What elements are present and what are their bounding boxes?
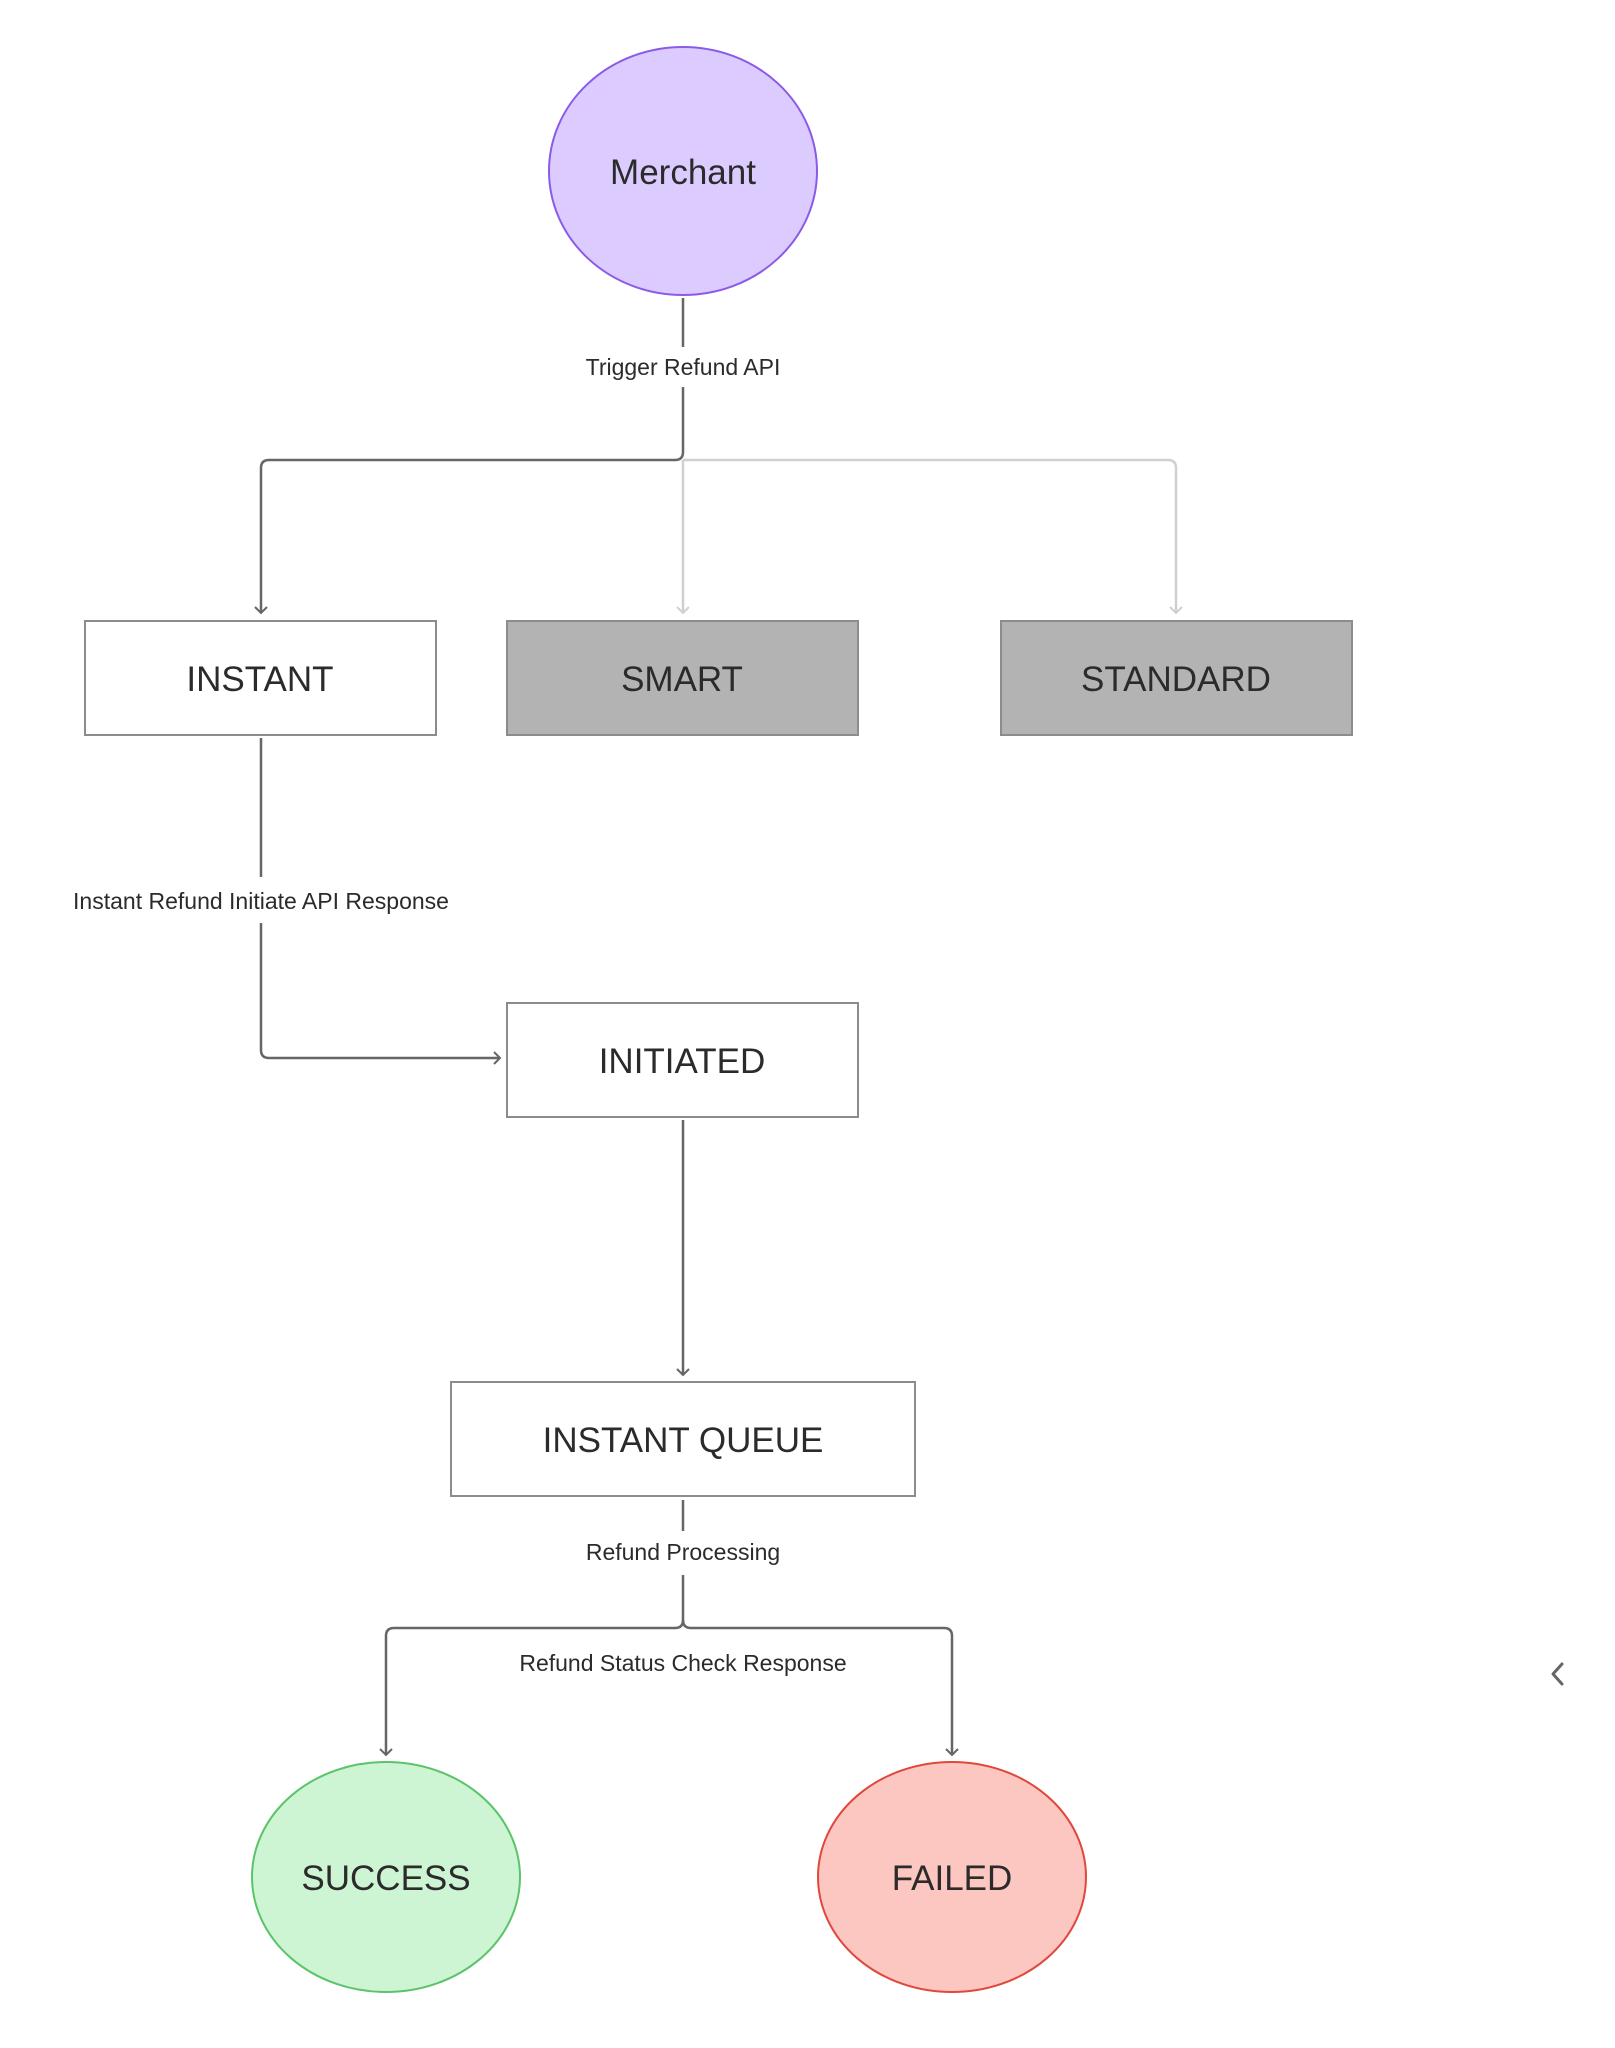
node-failed-label: FAILED (892, 1859, 1013, 1898)
collapse-toggle[interactable] (1540, 1656, 1576, 1692)
node-smart[interactable]: SMART (506, 620, 859, 736)
node-initiated-shape (506, 1002, 859, 1118)
edge-label-trigger-refund-api: Trigger Refund API (586, 354, 781, 380)
node-merchant-label: Merchant (610, 153, 756, 192)
edge-merchant-trunk (674, 298, 685, 462)
node-initiated[interactable]: INITIATED (506, 1002, 859, 1118)
node-standard[interactable]: STANDARD (1000, 620, 1353, 736)
node-instant-queue-label: INSTANT QUEUE (543, 1421, 824, 1460)
node-instant-shape (84, 620, 437, 736)
node-instant[interactable]: INSTANT (84, 620, 437, 736)
node-merchant[interactable]: Merchant (548, 46, 818, 296)
edge-to-standard (683, 458, 1183, 615)
edge-label-refund-processing: Refund Processing (586, 1539, 780, 1565)
node-failed[interactable]: FAILED (817, 1761, 1087, 1993)
node-failed-shape (817, 1761, 1087, 1993)
node-merchant-shape (548, 46, 818, 296)
node-smart-shape (506, 620, 859, 736)
edge-queue-trunk (674, 1500, 692, 1630)
node-success-label: SUCCESS (301, 1859, 470, 1898)
node-success[interactable]: SUCCESS (251, 1761, 521, 1993)
edge-label-refund-status-check: Refund Status Check Response (519, 1650, 846, 1676)
edge-label-instant-refund-initiate: Instant Refund Initiate API Response (73, 888, 449, 914)
node-instant-label: INSTANT (186, 660, 333, 699)
node-smart-label: SMART (621, 660, 743, 699)
edge-instant-to-initiated (259, 738, 502, 1065)
chevron-left-icon (1551, 1662, 1564, 1686)
edge-to-instant (254, 458, 675, 615)
node-standard-shape (1000, 620, 1353, 736)
edge-to-failed (691, 1626, 959, 1757)
edge-to-success (379, 1626, 675, 1757)
node-instant-queue[interactable]: INSTANT QUEUE (450, 1381, 916, 1497)
node-success-shape (251, 1761, 521, 1993)
node-initiated-label: INITIATED (599, 1042, 766, 1081)
node-standard-label: STANDARD (1081, 660, 1271, 699)
node-instant-queue-shape (450, 1381, 916, 1497)
